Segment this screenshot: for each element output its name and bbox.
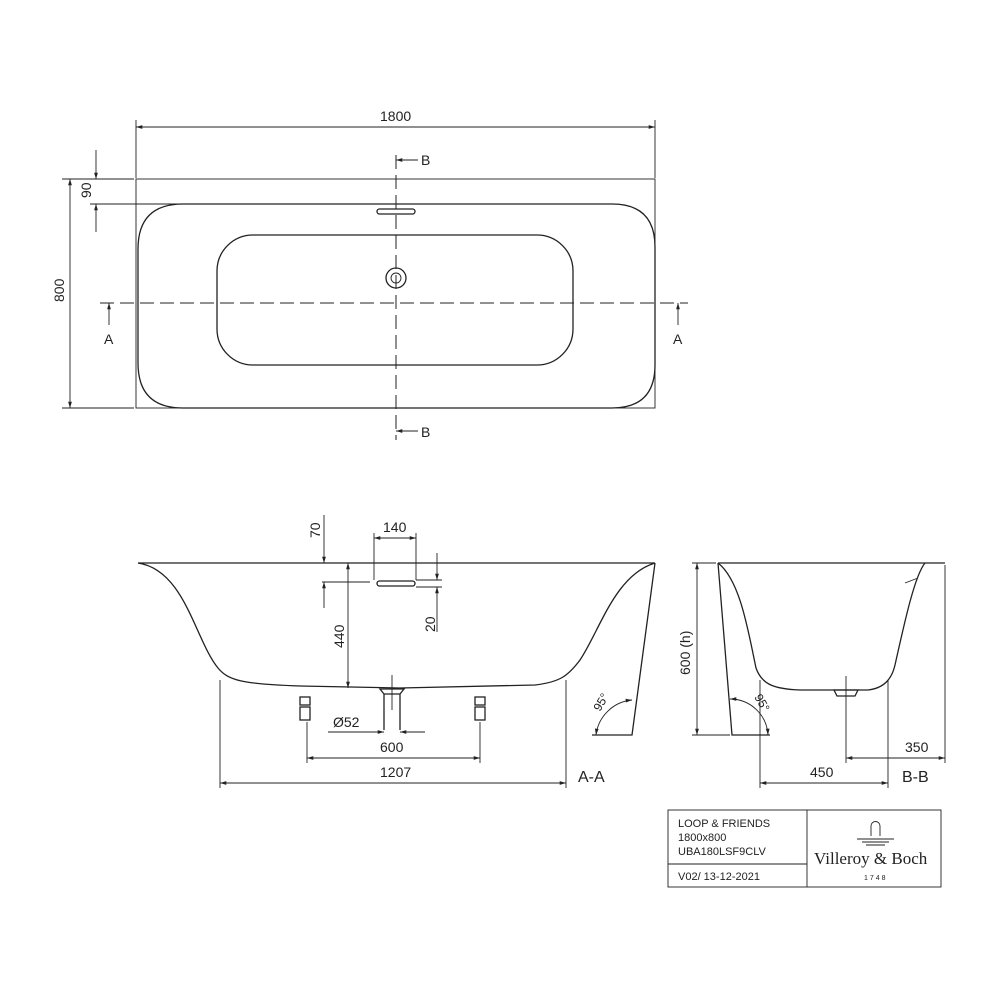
drain-icon (378, 688, 406, 730)
dim-140: 140 (383, 519, 407, 535)
dim-20: 20 (422, 616, 438, 632)
product-name: LOOP & FRIENDS (678, 818, 770, 830)
drain-icon (832, 689, 860, 697)
section-a-right: A (673, 331, 683, 347)
brand-logo-icon (857, 821, 894, 846)
section-label-aa: A-A (578, 769, 605, 786)
skirt-profile (592, 562, 656, 736)
dim-height: 600 (h) (677, 631, 693, 675)
section-b-top: B (421, 152, 430, 168)
overflow-icon (376, 580, 416, 587)
tub-profile (137, 562, 656, 689)
dim-600: 600 (380, 739, 404, 755)
angle-95: 95° (751, 692, 772, 715)
product-code: UBA180LSF9CLV (678, 846, 767, 858)
dim-440: 440 (331, 624, 347, 648)
foot-right-icon (474, 696, 486, 721)
brand-year: 1748 (864, 875, 888, 882)
dim-70: 70 (307, 522, 323, 538)
version-date: V02/ 13-12-2021 (678, 871, 760, 883)
dim-450: 450 (810, 764, 834, 780)
section-aa: 70 140 20 440 Ø52 600 1207 A-A 95° (137, 515, 656, 788)
tub-basin (216, 234, 574, 366)
dim-1207: 1207 (380, 764, 411, 780)
top-view: 1800 800 90 A A B B (51, 108, 688, 440)
dim-350: 350 (905, 739, 929, 755)
skirt-profile (717, 562, 770, 736)
dim-width: 1800 (380, 108, 411, 124)
dim-drain: Ø52 (333, 714, 360, 730)
tub-profile (717, 562, 926, 691)
section-bb: 600 (h) 450 350 B-B 95° (677, 562, 946, 788)
title-block: LOOP & FRIENDS 1800x800 UBA180LSF9CLV V0… (667, 809, 942, 888)
section-label-bb: B-B (902, 769, 929, 786)
product-size: 1800x800 (678, 832, 726, 844)
tub-rim (137, 203, 656, 409)
dim-rim: 90 (78, 182, 94, 198)
section-b-bottom: B (421, 424, 430, 440)
overflow-icon (376, 208, 416, 215)
brand-name: Villeroy & Boch (814, 849, 928, 868)
section-a-left: A (104, 331, 114, 347)
foot-left-icon (299, 696, 311, 721)
dim-depth: 800 (51, 278, 67, 302)
